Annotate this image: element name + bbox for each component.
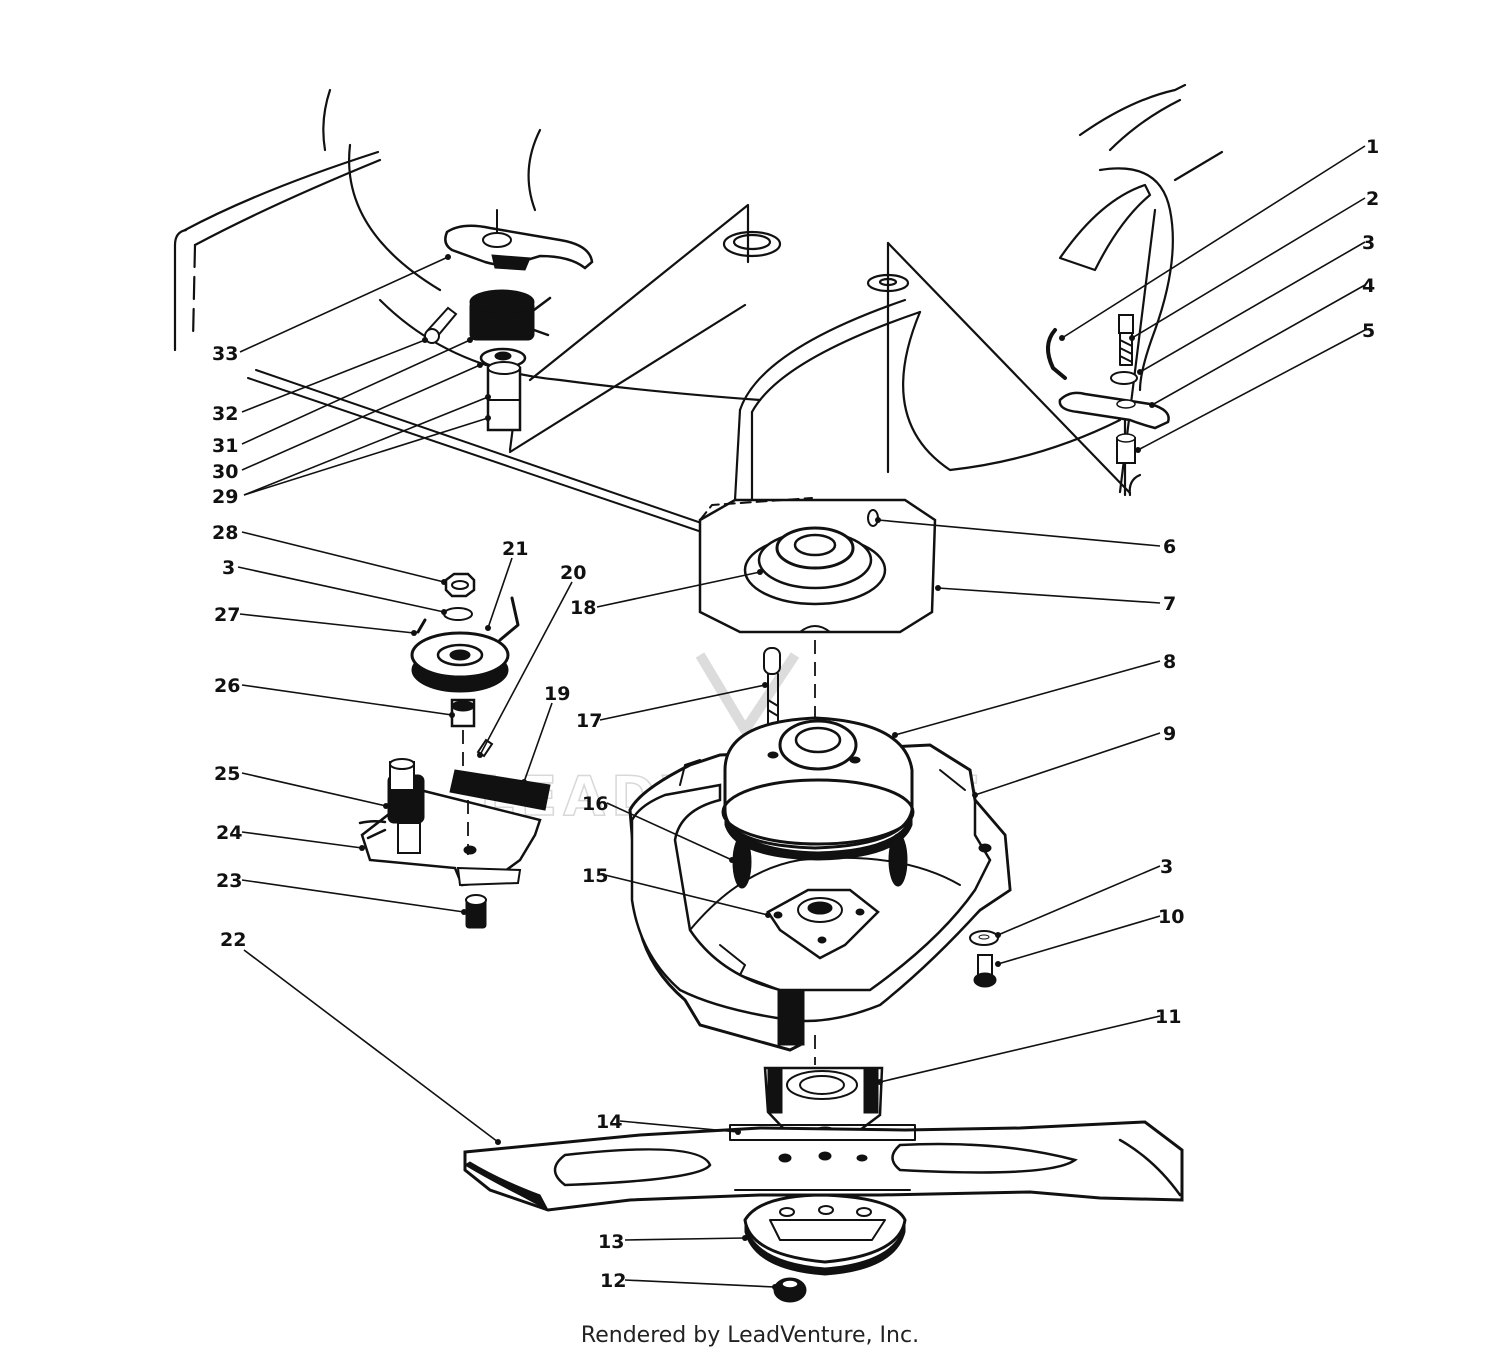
right-hardware-parts-1-5: [1046, 314, 1170, 464]
mounting-plate-part-7: [698, 497, 937, 634]
leader-tips: [359, 254, 1155, 1290]
callout-17: 17: [576, 710, 602, 732]
credit-text: Rendered by LeadVenture, Inc.: [580, 1323, 920, 1348]
callout-21: 21: [502, 538, 528, 560]
callout-15: 15: [582, 865, 608, 887]
callout-33: 33: [212, 343, 238, 365]
mower-deck: [173, 83, 1224, 502]
callout-1: 1: [1366, 136, 1379, 158]
idler-arm-part-33: [444, 209, 594, 271]
bolt-part-32: [424, 306, 458, 344]
callout-29: 29: [212, 486, 238, 508]
callout-13: 13: [598, 1231, 624, 1253]
clutch-part-8: [721, 716, 915, 861]
callout-31: 31: [212, 435, 238, 457]
callout-30: 30: [212, 461, 238, 483]
callout-32: 32: [212, 403, 238, 425]
callout-25: 25: [214, 763, 240, 785]
blade-part-22: [463, 1120, 1184, 1212]
callout-5: 5: [1362, 320, 1375, 342]
callout-11: 11: [1155, 1006, 1181, 1028]
belt-guide-lines: [247, 369, 746, 546]
callout-16: 16: [582, 793, 608, 815]
blade-bolt-part-12: [773, 1277, 807, 1303]
spring-clips-part-16: [732, 833, 908, 889]
callout-18: 18: [570, 597, 596, 619]
callout-23: 23: [216, 870, 242, 892]
bushing-part-29-30: [479, 347, 527, 432]
callout-20: 20: [560, 562, 586, 584]
callout-22: 22: [220, 929, 246, 951]
callout-3-lower: 3: [1160, 856, 1173, 878]
hub-part-15: [766, 888, 880, 960]
callout-12: 12: [600, 1270, 626, 1292]
callout-8: 8: [1163, 651, 1176, 673]
brake-assembly-parts-23-25: [358, 758, 542, 929]
washer-and-screw-parts-3-10: [969, 930, 999, 988]
callout-3-left: 3: [222, 557, 235, 579]
callout-28: 28: [212, 522, 238, 544]
idler-pulley-assembly: [410, 572, 520, 728]
callout-4: 4: [1362, 275, 1375, 297]
leader-lines: [237, 145, 1366, 1288]
pin-part-17: [763, 647, 781, 726]
callout-27: 27: [214, 604, 240, 626]
callout-9: 9: [1163, 723, 1176, 745]
spring-part-31: [469, 289, 552, 341]
callout-26: 26: [214, 675, 240, 697]
callout-7: 7: [1163, 593, 1176, 615]
blade-washer-part-13: [743, 1193, 907, 1276]
callout-6: 6: [1163, 536, 1176, 558]
callout-24: 24: [216, 822, 242, 844]
callout-14: 14: [596, 1111, 622, 1133]
callout-3: 3: [1362, 232, 1375, 254]
callout-10: 10: [1158, 906, 1184, 928]
callout-19: 19: [544, 683, 570, 705]
callout-2: 2: [1366, 188, 1379, 210]
callout-labels: 1 2 3 4 5 6 7 8 9 3 10 11 14 13 12 33 32…: [212, 136, 1379, 1292]
